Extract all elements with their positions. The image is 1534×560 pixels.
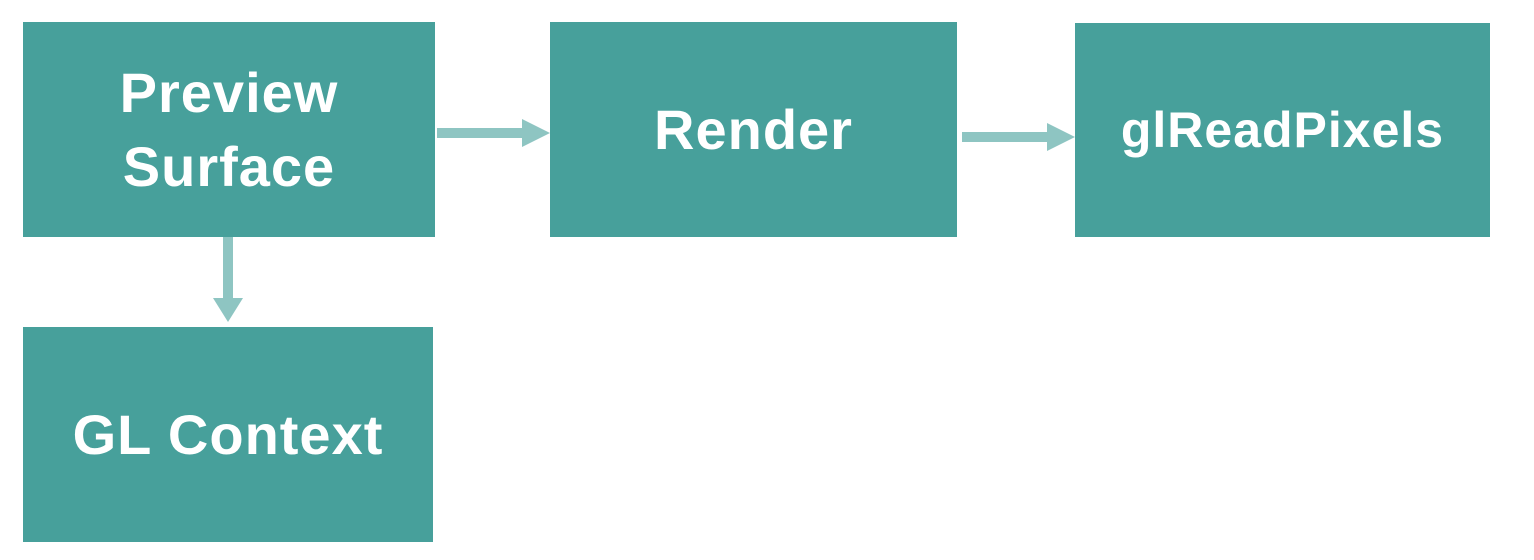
arrow-shaft <box>437 128 523 138</box>
node-glreadpixels: glReadPixels <box>1075 23 1490 237</box>
arrow-head-right-icon <box>522 119 550 147</box>
node-gl-context-label: GL Context <box>72 402 384 466</box>
arrow-render-to-glreadpixels-icon <box>962 123 1075 151</box>
node-preview-surface-label: Preview Surface <box>119 60 339 198</box>
arrow-head-right-icon <box>1047 123 1075 151</box>
arrow-preview-surface-to-render-icon <box>437 119 550 147</box>
arrow-preview-surface-to-gl-context-icon <box>213 237 243 322</box>
node-gl-context: GL Context <box>23 327 433 542</box>
arrow-shaft <box>223 237 233 299</box>
node-render-label: Render <box>654 97 853 161</box>
arrow-shaft <box>962 132 1048 142</box>
node-preview-surface: Preview Surface <box>23 22 435 237</box>
node-render: Render <box>550 22 957 237</box>
arrow-head-down-icon <box>213 298 243 322</box>
node-glreadpixels-label: glReadPixels <box>1120 102 1445 158</box>
